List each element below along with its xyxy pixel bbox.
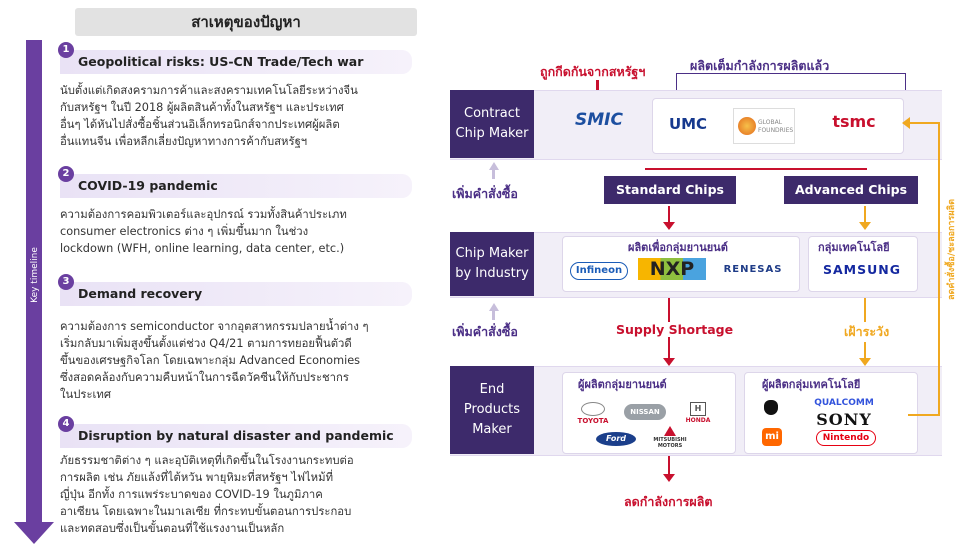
section-2-header — [60, 174, 412, 198]
standard-down-shaft — [668, 206, 670, 224]
reduce-capacity-label: ลดกำลังการผลิต — [624, 494, 713, 509]
globalfoundries-logo: GLOBAL FOUNDRIES — [733, 108, 795, 144]
sony-logo: SONY — [816, 410, 872, 429]
section-2-number: 2 — [58, 166, 74, 182]
feedback-loop-line — [908, 122, 940, 416]
boost-orders-label-1: เพิ่มคำสั่งซื้อ — [452, 186, 518, 201]
section-1-title: Geopolitical risks: US-CN Trade/Tech war — [78, 54, 364, 69]
advanced-chips-box: Advanced Chips — [784, 176, 918, 204]
blocked-by-us-label: ถูกกีดกันจากสหรัฐฯ — [540, 64, 646, 79]
chip-split-line — [645, 168, 867, 170]
auto-chip-group-label: ผลิตเพื่อกลุ่มยานยนต์ — [628, 241, 728, 254]
reduce-arrow-icon — [663, 474, 675, 482]
advanced-down-arrow-icon — [859, 222, 871, 230]
umc-logo: UMC — [668, 115, 708, 133]
key-timeline-bar — [26, 40, 42, 524]
section-4-title: Disruption by natural disaster and pande… — [78, 428, 394, 443]
section-1-number: 1 — [58, 42, 74, 58]
toyota-logo: TOYOTA — [570, 402, 616, 425]
nintendo-logo: Nintendo — [816, 430, 876, 446]
tech-chip-group-label: กลุ่มเทคโนโลยี — [818, 241, 890, 254]
feedback-label: ลดคำสั่งซื้อ/ชะลอการผลิต — [947, 199, 957, 300]
section-1-text: นับตั้งแต่เกิดสงครามการค้าและสงครามเทคโน… — [60, 84, 358, 148]
nissan-logo: NISSAN — [624, 404, 666, 420]
foundry-logo-box — [652, 98, 904, 154]
section-4-header — [60, 424, 412, 448]
reduce-shaft — [668, 456, 670, 476]
boost-arrow-2-shaft — [492, 310, 495, 320]
blocked-arrow-shaft — [596, 80, 599, 98]
feedback-arrow-icon — [902, 117, 910, 129]
standard-chips-box: Standard Chips — [604, 176, 736, 204]
smic-logo: SMIC — [575, 110, 623, 130]
boost-orders-label-2: เพิ่มคำสั่งซื้อ — [452, 324, 518, 339]
causes-header: สาเหตุของปัญหา — [75, 8, 417, 36]
boost-arrow-1-shaft — [492, 169, 495, 179]
apple-logo — [764, 400, 778, 415]
full-capacity-label: ผลิตเต็มกำลังการผลิตแล้ว — [690, 58, 830, 73]
mi-logo: mi — [762, 428, 782, 446]
section-2-title: COVID-19 pandemic — [78, 178, 218, 193]
samsung-logo: SAMSUNG — [823, 262, 901, 277]
section-3-header — [60, 282, 412, 306]
full-capacity-bracket — [676, 73, 906, 92]
standard-down-arrow-icon — [663, 222, 675, 230]
honda-logo: H HONDA — [685, 402, 711, 424]
watch-label: เฝ้าระวัง — [840, 322, 894, 342]
section-3-text: ความต้องการ semiconductor จากอุตสาหกรรมป… — [60, 320, 369, 401]
boost-arrow-1-icon — [489, 162, 499, 170]
tsmc-logo: tsmc — [832, 112, 876, 131]
auto-makers-label: ผู้ผลิตกลุ่มยานยนต์ — [578, 378, 667, 391]
watch-arrow-icon — [859, 358, 871, 366]
tech-makers-label: ผู้ผลิตกลุ่มเทคโนโลยี — [762, 378, 861, 391]
mitsubishi-logo: MITSUBISHI MOTORS — [648, 426, 692, 449]
supply-shortage-arrow-icon — [663, 358, 675, 366]
qualcomm-logo: QUALCOMM — [814, 398, 874, 408]
key-timeline-label: Key timeline — [30, 247, 40, 303]
section-2-text: ความต้องการคอมพิวเตอร์และอุปกรณ์ รวมทั้ง… — [60, 208, 347, 255]
timeline-arrow-icon — [14, 522, 54, 544]
ford-logo: Ford — [596, 432, 636, 446]
renesas-logo: RENESAS — [723, 264, 783, 275]
section-4-text: ภัยธรรมชาติต่าง ๆ และอุบัติเหตุที่เกิดขึ… — [60, 454, 354, 535]
boost-arrow-2-icon — [489, 303, 499, 311]
section-1-header — [60, 50, 412, 74]
supply-shortage-label: Supply Shortage — [612, 322, 738, 337]
tech-chip-box — [808, 236, 918, 292]
infineon-logo: Infineon — [570, 262, 628, 280]
advanced-down-shaft — [864, 206, 866, 224]
section-3-number: 3 — [58, 274, 74, 290]
section-3-title: Demand recovery — [78, 286, 203, 301]
section-4-number: 4 — [58, 416, 74, 432]
nxp-logo: NXP — [638, 258, 706, 280]
